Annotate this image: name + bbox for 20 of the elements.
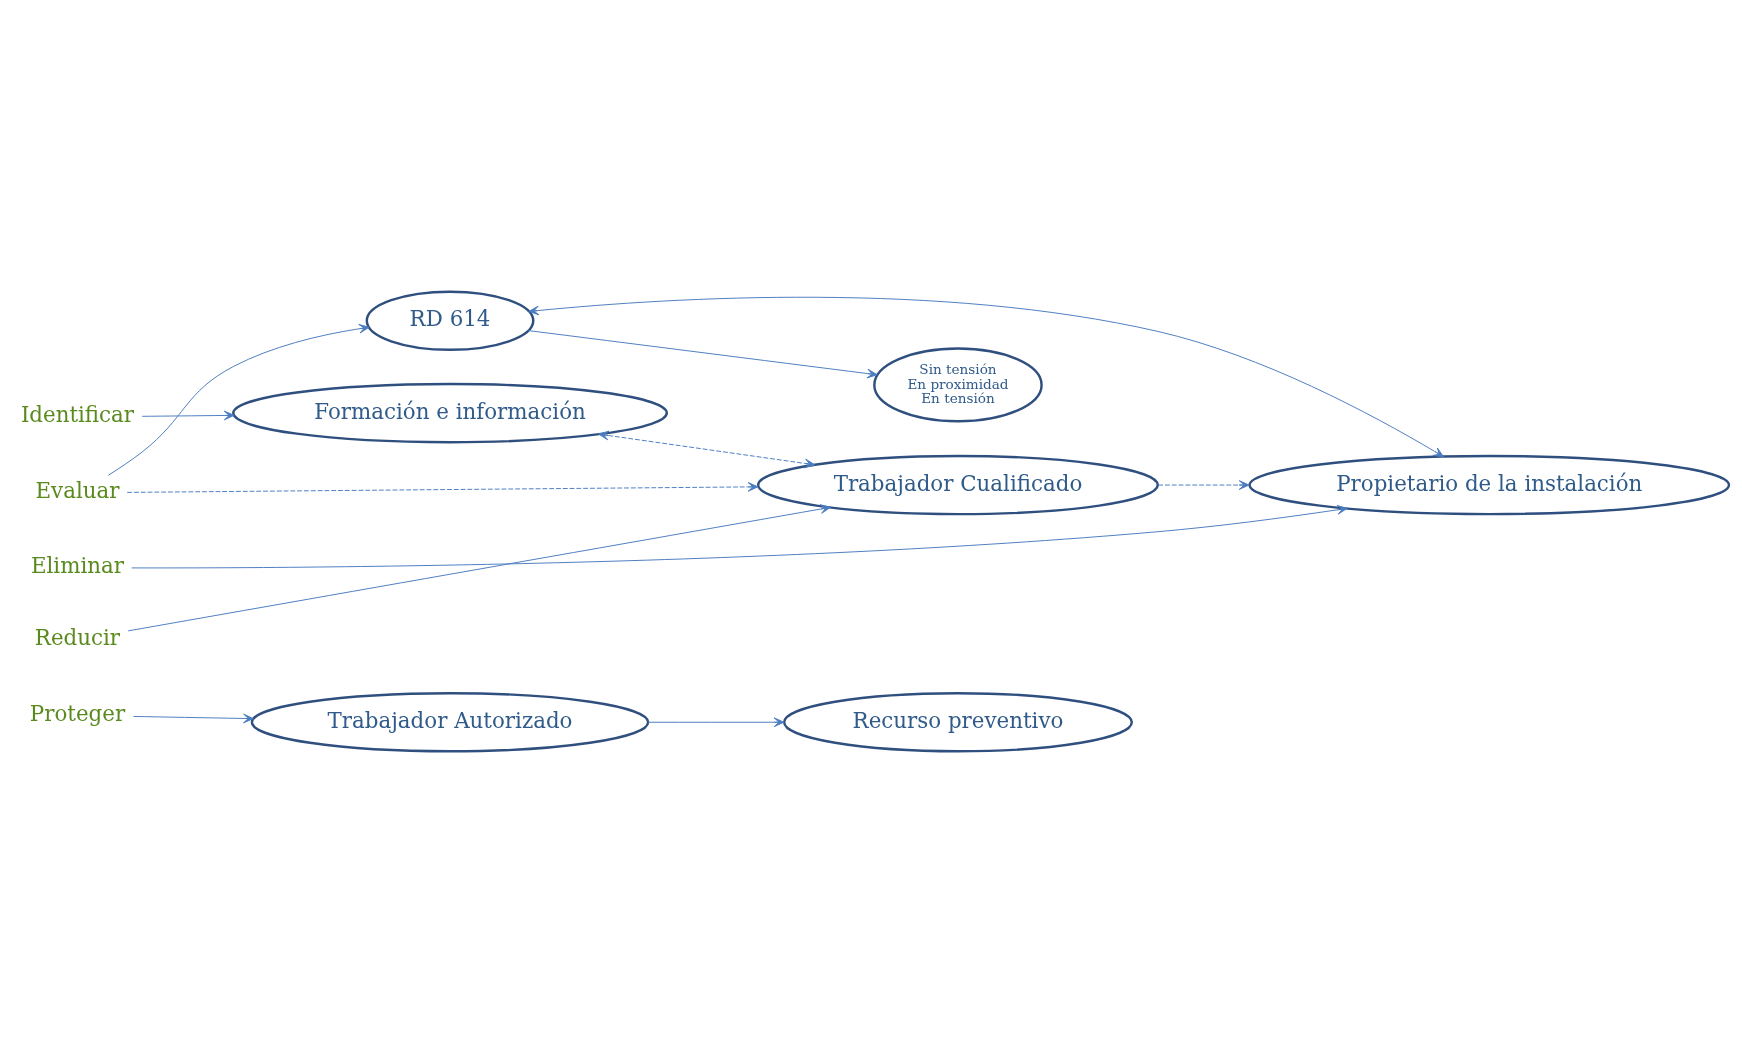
node-text: Proteger	[29, 700, 126, 726]
node-text: Evaluar	[35, 477, 120, 503]
node-text: Reducir	[34, 624, 121, 650]
arrow	[127, 503, 831, 631]
node-ellipse: RD 614	[365, 289, 535, 351]
arrow	[1157, 479, 1250, 490]
arrow	[647, 716, 785, 727]
node-ellipse: Sin tensión En proximidad En tensión	[873, 346, 1043, 423]
arrow	[107, 323, 370, 476]
node-ellipse: Recurso preventivo	[782, 691, 1133, 753]
arrow	[131, 504, 1348, 568]
node-text: Eliminar	[30, 552, 125, 578]
arrow	[133, 713, 254, 723]
arrow	[527, 329, 878, 378]
node-text: Identificar	[20, 401, 135, 427]
arrow	[126, 481, 759, 493]
arrow	[598, 430, 816, 468]
arrow	[141, 410, 235, 420]
node-ellipse: Trabajador Autorizado	[250, 691, 650, 753]
arrow	[528, 296, 1444, 457]
